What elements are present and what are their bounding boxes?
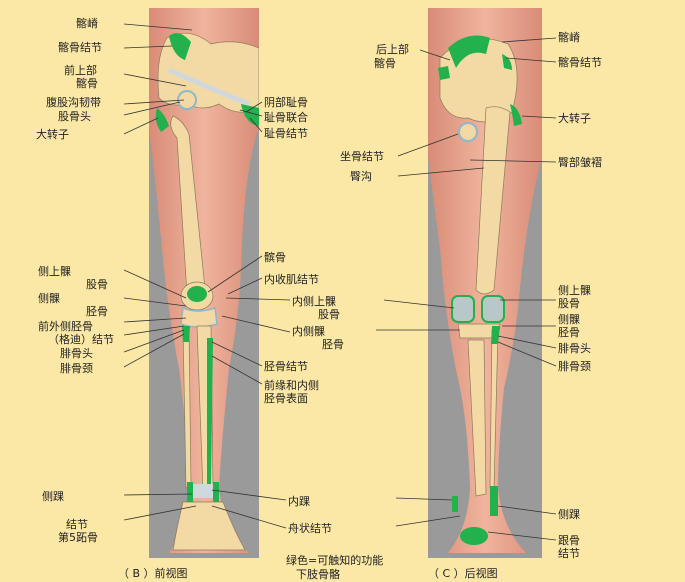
label-posterior-femur: 股骨	[558, 297, 580, 310]
caption-posterior-view: （ C ）后视图	[428, 567, 498, 580]
label-tubercle-5th-line2: 第5跖骨	[58, 531, 98, 544]
label-tibia-anterior-line2: 胫骨表面	[264, 392, 308, 405]
label-lateral-epicondyle: 侧上髁	[38, 265, 71, 278]
label-gluteal-cleft: 臀沟	[350, 170, 372, 183]
label-tibia-anterior-line1: 前缘和内侧	[264, 379, 319, 392]
label-tibia-right: 胫骨	[322, 338, 344, 351]
label-pubic-symphysis: 耻骨联合	[264, 111, 308, 124]
label-tibia-left: 胫骨	[86, 305, 108, 318]
label-pubic-tubercle: 耻骨结节	[264, 127, 308, 140]
label-inguinal-ligament: 腹股沟韧带	[46, 96, 101, 109]
label-posterior-lateral-malleolus: 侧踝	[558, 508, 580, 521]
posterior-leg-illustration	[428, 8, 542, 553]
label-navicular-tubercle: 舟状结节	[288, 522, 332, 535]
label-posterior-fibular-neck: 腓骨颈	[558, 360, 591, 373]
anterior-view-panel	[149, 8, 259, 558]
label-posterior-tibia: 胫骨	[558, 326, 580, 339]
label-posterior-lateral-condyle: 侧髁	[558, 313, 580, 326]
legend-line1: 绿色=可触知的功能	[286, 554, 384, 567]
label-calcaneus-line2: 结节	[558, 547, 580, 560]
label-medial-malleolus: 内踝	[288, 495, 310, 508]
label-tubercle-5th-line1: 结节	[66, 518, 88, 531]
label-patella: 髌骨	[264, 251, 286, 264]
label-iliac-tubercle: 髂骨结节	[58, 41, 102, 54]
label-greater-trochanter: 大转子	[36, 128, 69, 141]
label-femoral-head: 股骨头	[58, 110, 91, 123]
label-medial-epicondyle: 内侧上髁	[292, 295, 336, 308]
label-adductor-tubercle: 内收肌结节	[264, 273, 319, 286]
label-gerdy-line1: 前外侧胫骨	[38, 320, 93, 333]
legend-line2: 下肢骨骼	[296, 568, 340, 581]
label-ilium: 髂骨	[76, 77, 98, 90]
label-fibular-neck: 腓骨颈	[60, 362, 93, 375]
label-posterior-fibular-head: 腓骨头	[558, 342, 591, 355]
label-posterior-ilium: 髂骨	[374, 57, 396, 70]
label-femur-right: 股骨	[318, 308, 340, 321]
label-pubic-bone: 阴部耻骨	[264, 96, 308, 109]
label-femur-left: 股骨	[86, 278, 108, 291]
label-anterior-superior: 前上部	[64, 64, 97, 77]
anterior-leg-illustration	[149, 8, 259, 553]
label-medial-condyle: 内侧髁	[292, 325, 325, 338]
label-fibular-head: 腓骨头	[60, 347, 93, 360]
label-posterior-iliac-crest: 髂嵴	[558, 31, 580, 44]
label-posterior-greater-trochanter: 大转子	[558, 112, 591, 125]
label-iliac-crest: 髂嵴	[76, 17, 98, 30]
label-gluteal-fold: 臀部皱褶	[558, 156, 602, 169]
label-gerdy-line2: （格迪）结节	[48, 333, 114, 346]
label-posterior-superior: 后上部	[376, 43, 409, 56]
posterior-view-panel	[428, 8, 542, 558]
label-lateral-malleolus: 侧踝	[42, 490, 64, 503]
label-posterior-iliac-tubercle: 髂骨结节	[558, 56, 602, 69]
label-tibial-tuberosity: 胫骨结节	[264, 360, 308, 373]
label-calcaneus-line1: 跟骨	[558, 534, 580, 547]
label-lateral-condyle: 侧髁	[38, 292, 60, 305]
label-ischial-tuberosity: 坐骨结节	[340, 150, 384, 163]
caption-anterior-view: （ B ）前视图	[118, 567, 188, 580]
label-posterior-lateral-epicondyle: 侧上髁	[558, 284, 591, 297]
